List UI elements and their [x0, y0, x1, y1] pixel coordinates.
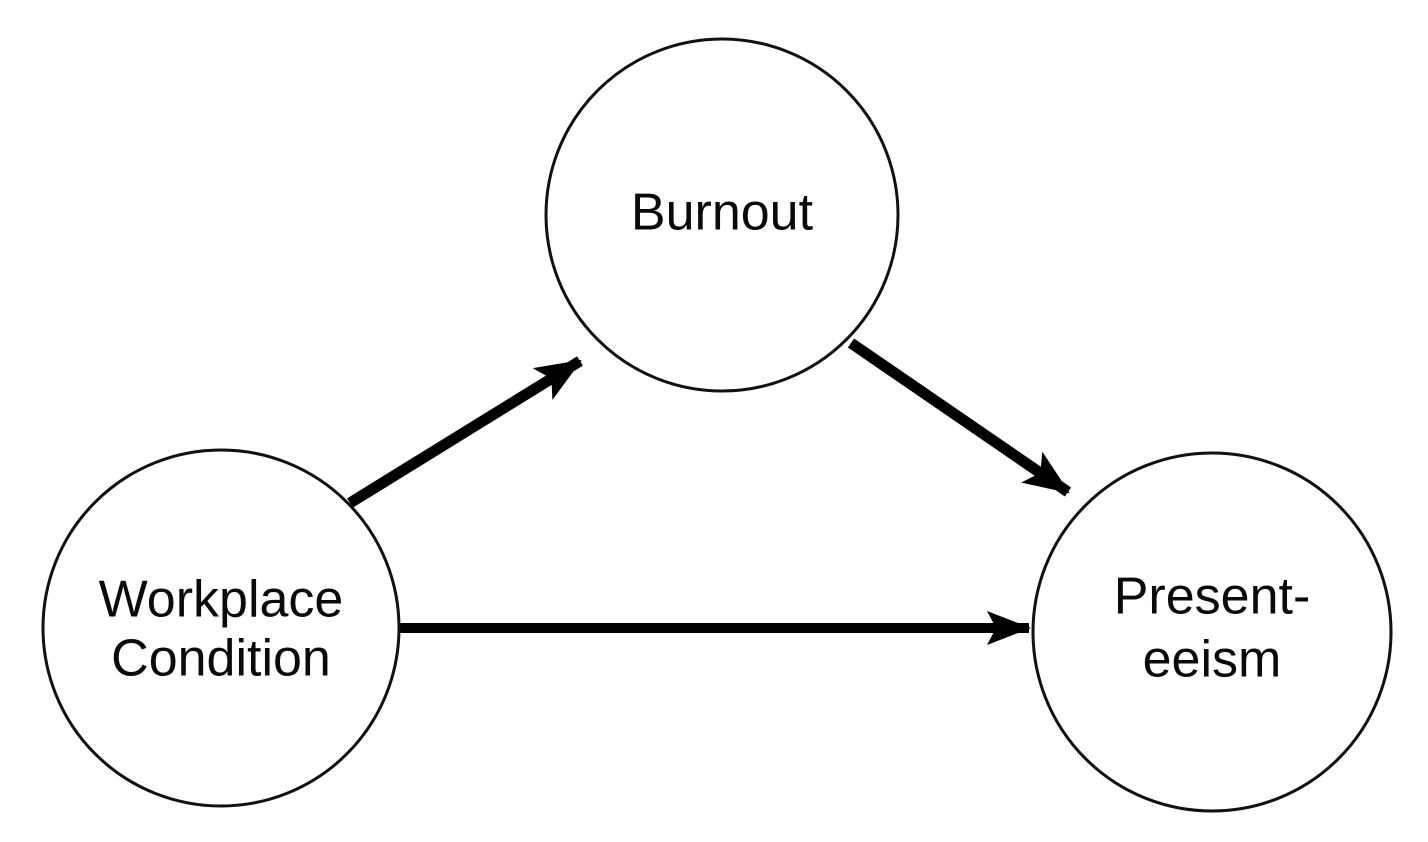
presenteeism-label-line2: eeism	[1143, 631, 1282, 689]
workplace-condition-circle[interactable]	[41, 448, 401, 808]
edge-workplace-condition-to-burnout	[347, 356, 583, 508]
presenteeism-circle[interactable]	[1031, 451, 1393, 813]
node-presenteeism[interactable]: Present- eeism	[1031, 451, 1393, 813]
edges-layer	[347, 338, 1072, 645]
burnout-label: Burnout	[631, 184, 814, 242]
presenteeism-label-line1: Present-	[1114, 568, 1311, 626]
workplace-condition-label-line2: Condition	[111, 630, 331, 688]
node-burnout[interactable]: Burnout	[544, 37, 900, 393]
node-workplace-condition[interactable]: Workplace Condition	[41, 448, 401, 808]
workplace-condition-label-line1: Workplace	[99, 571, 344, 629]
edge-burnout-to-presenteeism	[847, 338, 1072, 497]
burnout-circle[interactable]	[544, 37, 900, 393]
